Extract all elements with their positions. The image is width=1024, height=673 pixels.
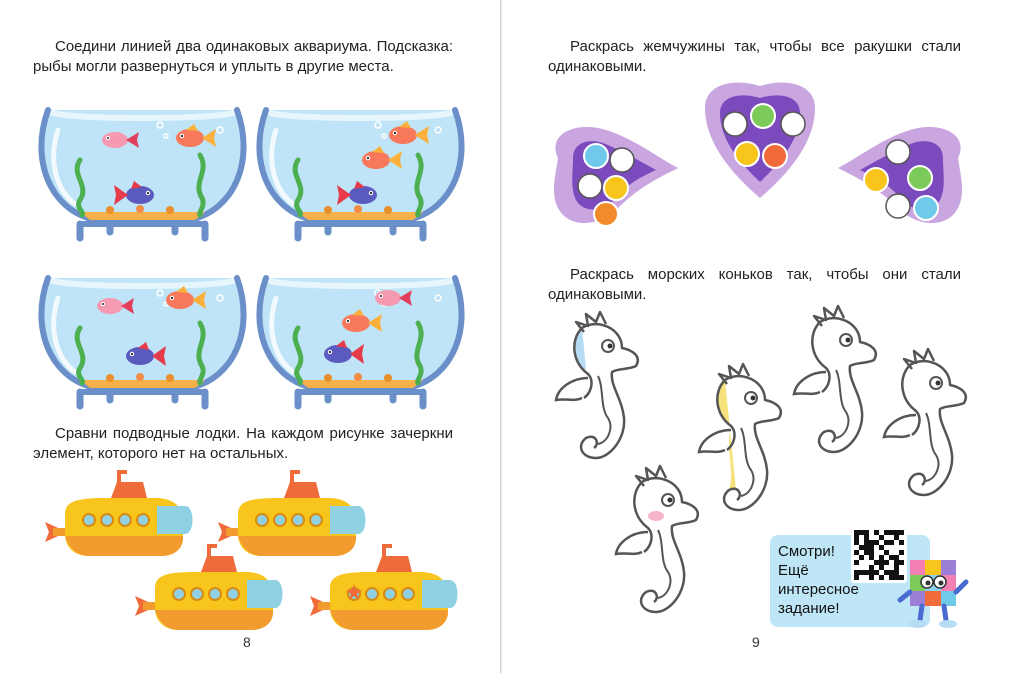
shell-1[interactable] <box>548 118 688 238</box>
shell-3[interactable] <box>828 118 968 238</box>
submarine-3[interactable] <box>133 544 285 632</box>
aquarium-1[interactable] <box>40 100 245 240</box>
qr-promo-text: Смотри! Ещё интересное задание! <box>778 542 878 618</box>
submarine-2[interactable] <box>216 470 368 558</box>
seahorse-5[interactable] <box>612 464 707 632</box>
aquarium-task-text: Соедини линией два одинаковых аквариума.… <box>33 38 453 75</box>
qr-code-icon[interactable] <box>851 527 907 583</box>
shell-2[interactable] <box>695 78 825 218</box>
seahorse-1[interactable] <box>552 310 647 478</box>
submarine-1[interactable] <box>43 470 195 558</box>
qr-promo-line-3: интересное <box>778 581 859 598</box>
seahorse-3[interactable] <box>790 304 885 472</box>
qr-promo-line-2: Ещё <box>778 562 809 579</box>
aquarium-4[interactable] <box>258 268 463 408</box>
page-number-left: 8 <box>243 634 251 650</box>
aquarium-3[interactable] <box>40 268 245 408</box>
page-number-right: 9 <box>752 634 760 650</box>
star-icon <box>346 584 362 600</box>
mascot-icon <box>897 560 969 628</box>
seahorse-4[interactable] <box>880 347 975 515</box>
submarine-task-text: Сравни подводные лодки. На каждом рисунк… <box>33 425 453 462</box>
book-spine <box>500 0 502 673</box>
seahorse-task-text: Раскрась морских коньков так, чтобы они … <box>548 266 961 303</box>
submarine-4[interactable] <box>308 544 460 632</box>
seahorse-2[interactable] <box>695 362 790 530</box>
pearl-task-text: Раскрась жемчужины так, чтобы все ракушк… <box>548 38 961 75</box>
qr-promo-line-4: задание! <box>778 600 840 617</box>
qr-promo-line-1: Смотри! <box>778 543 835 560</box>
aquarium-2[interactable] <box>258 100 463 240</box>
